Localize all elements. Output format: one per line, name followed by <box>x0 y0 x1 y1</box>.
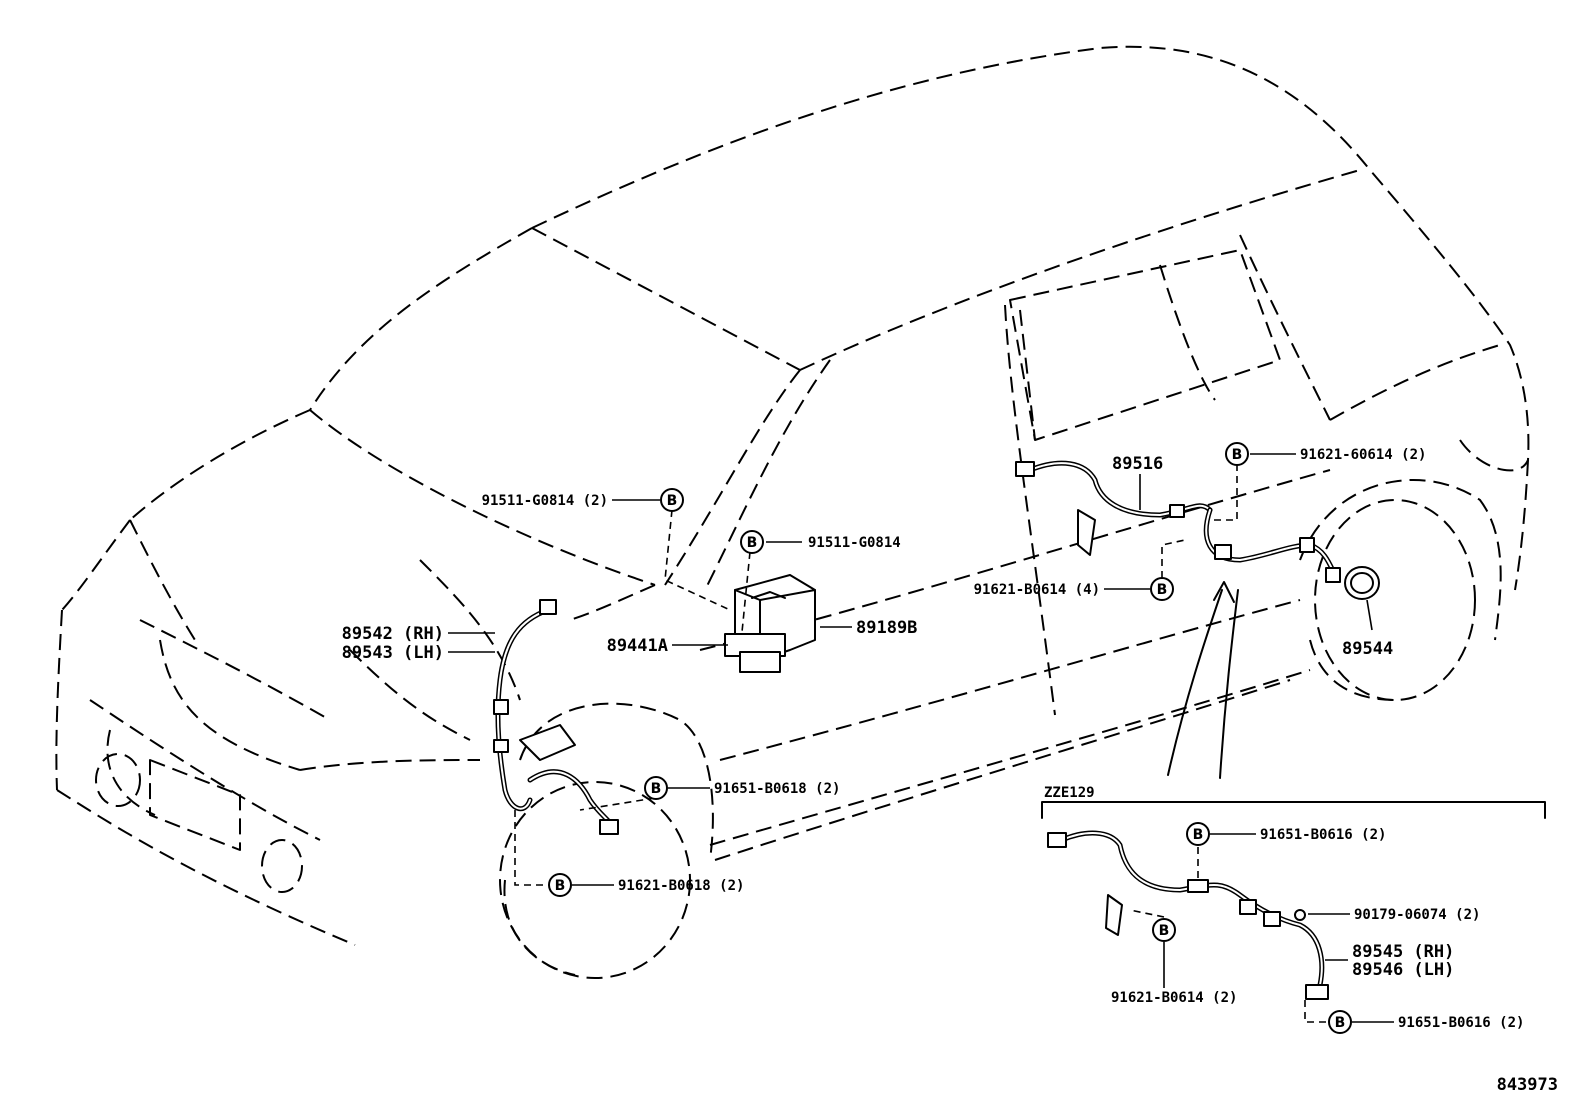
label-91621-b0618-2: 91621-B0618 (2) <box>618 878 744 894</box>
marker-b-91511: B <box>740 530 764 554</box>
svg-text:B: B <box>651 781 662 797</box>
label-zze129: ZZE129 <box>1044 785 1095 801</box>
yaw-rate-sensor-89189B <box>724 574 816 673</box>
label-90179-06074-2: 90179-06074 (2) <box>1354 907 1480 923</box>
label-89543-lh: 89543 (LH) <box>342 643 444 663</box>
label-89441a: 89441A <box>607 636 668 656</box>
label-91651-b0616-2a: 91651-B0616 (2) <box>1260 827 1386 843</box>
zze129-bracket <box>1041 801 1546 819</box>
front-speed-sensor-wire <box>493 599 619 835</box>
label-89545-rh: 89545 (RH) <box>1352 942 1454 962</box>
marker-b-91621-60614: B <box>1225 442 1249 466</box>
marker-b-91651-616b: B <box>1328 1010 1352 1034</box>
svg-text:B: B <box>1232 447 1243 463</box>
svg-text:B: B <box>1159 923 1170 939</box>
leader-lines <box>448 453 1394 1023</box>
dashed-leaders <box>514 464 1328 1023</box>
label-91621-60614-2: 91621-60614 (2) <box>1300 447 1426 463</box>
svg-text:B: B <box>555 878 566 894</box>
label-91651-b0618-2: 91651-B0618 (2) <box>714 781 840 797</box>
diagram-reference-number: 843973 <box>1497 1075 1558 1095</box>
label-91511-g0814-2: 91511-G0814 (2) <box>482 493 608 509</box>
fastener-markers: B B B B B B B B B <box>548 442 1352 1034</box>
zze129-sensor-wire <box>1047 830 1329 1000</box>
marker-b-91621-b0614-4: B <box>1150 577 1174 601</box>
label-89546-lh: 89546 (LH) <box>1352 960 1454 980</box>
svg-text:B: B <box>1193 827 1204 843</box>
rear-sensor-rotor-89544 <box>1344 566 1380 600</box>
svg-text:B: B <box>1335 1015 1346 1031</box>
label-89516: 89516 <box>1112 454 1163 474</box>
label-91511-g0814: 91511-G0814 <box>808 535 901 551</box>
svg-text:B: B <box>667 493 678 509</box>
label-89189b: 89189B <box>856 618 917 638</box>
label-91621-b0614-4: 91621-B0614 (4) <box>974 582 1100 598</box>
svg-text:B: B <box>747 535 758 551</box>
label-91621-b0614-2: 91621-B0614 (2) <box>1111 990 1237 1006</box>
part-labels: 91511-G0814 (2) 91511-G0814 89189B 89441… <box>342 447 1558 1095</box>
rear-speed-sensor-wire-89516 <box>1015 460 1341 583</box>
label-91651-b0616-2b: 91651-B0616 (2) <box>1398 1015 1524 1031</box>
svg-text:B: B <box>1157 582 1168 598</box>
marker-b-91651-616a: B <box>1186 822 1210 846</box>
marker-b-91651-618: B <box>644 776 668 800</box>
marker-b-91511-2: B <box>660 488 684 512</box>
label-89544: 89544 <box>1342 639 1393 659</box>
marker-b-91621-618: B <box>548 873 572 897</box>
detail-arrows <box>1167 581 1239 779</box>
marker-b-91621-b0614-2: B <box>1152 918 1176 942</box>
label-89542-rh: 89542 (RH) <box>342 624 444 644</box>
